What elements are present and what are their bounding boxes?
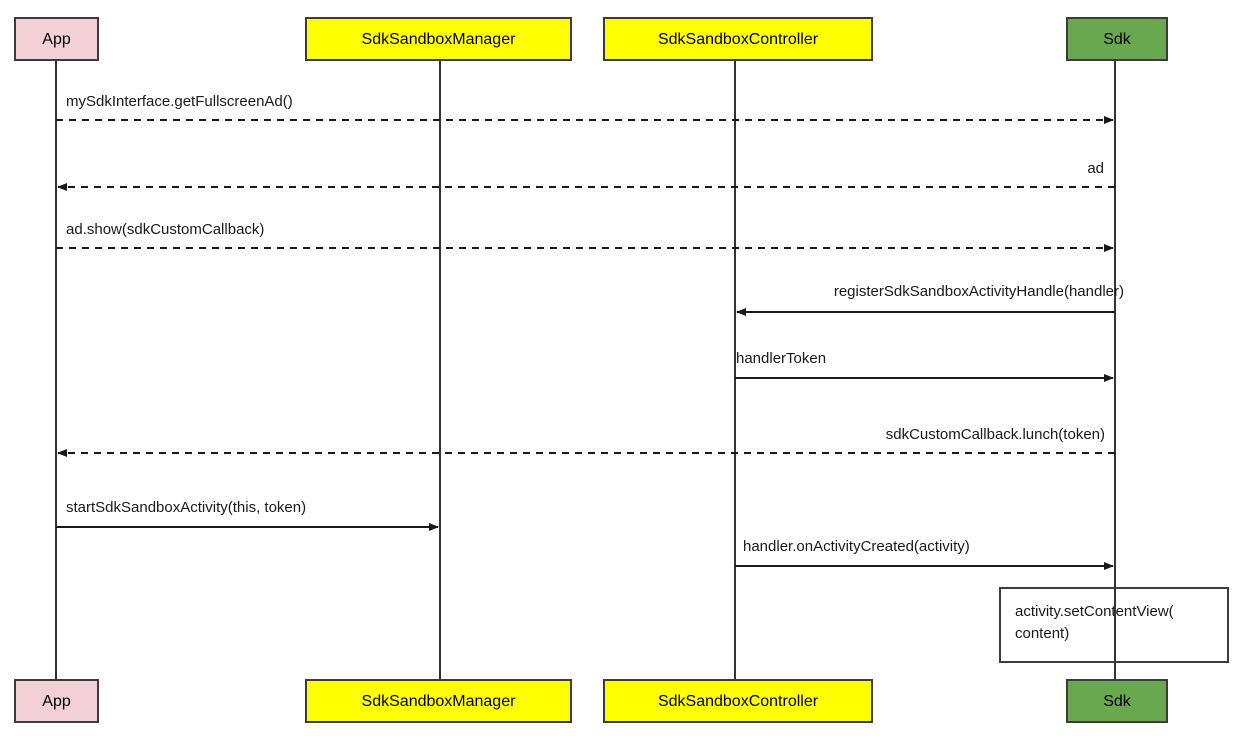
participant-label: Sdk	[1103, 693, 1132, 710]
participant-box[interactable]	[14, 17, 99, 61]
participant-header-manager[interactable]: SdkSandboxManager	[305, 17, 572, 61]
message-1: mySdkInterface.getFullscreenAd()	[56, 93, 1114, 124]
message-6: sdkCustomCallback.lunch(token)	[57, 426, 1115, 457]
participant-header-app[interactable]: App	[14, 17, 99, 61]
note-line: content)	[1015, 625, 1069, 642]
participant-label: App	[42, 693, 71, 710]
message-8: handler.onActivityCreated(activity)	[735, 538, 1114, 570]
participant-header-sdk[interactable]: Sdk	[1066, 17, 1168, 61]
participant-label: SdkSandboxController	[658, 31, 819, 48]
message-label: sdkCustomCallback.lunch(token)	[886, 426, 1105, 443]
messages-layer: mySdkInterface.getFullscreenAd() ad ad.sho…	[56, 93, 1124, 570]
message-label: startSdkSandboxActivity(this, token)	[66, 499, 306, 516]
message-2: ad	[57, 160, 1115, 191]
participants-layer: AppAppSdkSandboxManagerSdkSandboxManager…	[14, 17, 1168, 723]
participant-label: SdkSandboxManager	[362, 31, 517, 48]
note-line: activity.setContentView(	[1015, 603, 1174, 620]
participant-label: App	[42, 31, 71, 48]
participant-label: Sdk	[1103, 31, 1132, 48]
participant-box[interactable]	[305, 679, 572, 723]
message-label: handler.onActivityCreated(activity)	[743, 538, 970, 555]
message-4: registerSdkSandboxActivityHandle(handler…	[736, 283, 1124, 316]
participant-footer-app[interactable]: App	[14, 679, 99, 723]
participant-label: SdkSandboxController	[658, 693, 819, 710]
participant-footer-manager[interactable]: SdkSandboxManager	[305, 679, 572, 723]
participant-box[interactable]	[14, 679, 99, 723]
message-3: ad.show(sdkCustomCallback)	[56, 221, 1114, 252]
participant-footer-sdk[interactable]: Sdk	[1066, 679, 1168, 723]
participant-box[interactable]	[603, 17, 873, 61]
participant-box[interactable]	[1066, 679, 1168, 723]
participant-box[interactable]	[1066, 17, 1168, 61]
participant-box[interactable]	[305, 17, 572, 61]
lifelines-layer	[55, 60, 1116, 680]
participant-box[interactable]	[603, 679, 873, 723]
message-5: handlerToken	[735, 350, 1114, 382]
message-7: startSdkSandboxActivity(this, token)	[56, 499, 439, 531]
participant-label: SdkSandboxManager	[362, 693, 517, 710]
message-label: ad	[1087, 160, 1104, 177]
participant-footer-controller[interactable]: SdkSandboxController	[603, 679, 873, 723]
message-label: mySdkInterface.getFullscreenAd()	[66, 93, 293, 110]
participant-header-controller[interactable]: SdkSandboxController	[603, 17, 873, 61]
message-label: handlerToken	[736, 350, 826, 367]
message-label: registerSdkSandboxActivityHandle(handler…	[834, 283, 1124, 300]
message-label: ad.show(sdkCustomCallback)	[66, 221, 264, 238]
